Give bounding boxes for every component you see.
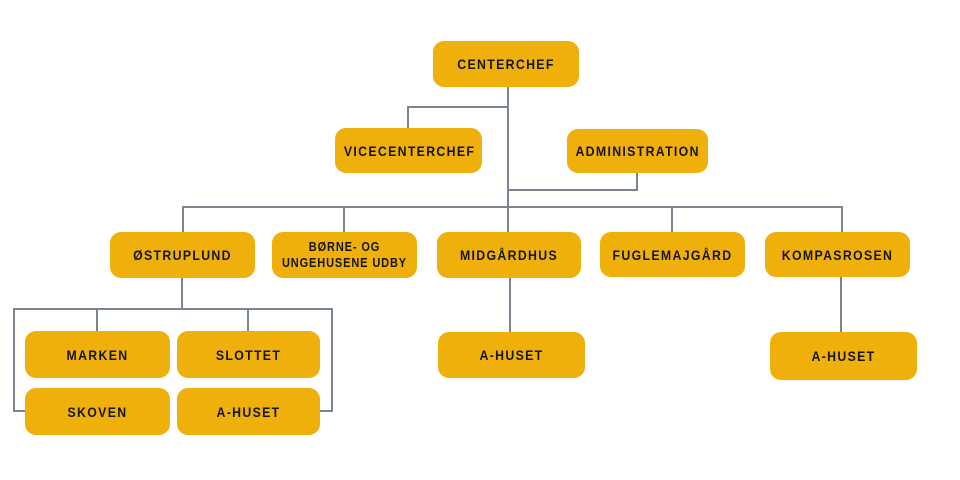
- node-skoven: SKOVEN: [25, 388, 170, 435]
- node-centerchef: CENTERCHEF: [433, 41, 579, 87]
- connector-ostruplund-group-line: [13, 308, 333, 310]
- node-borne-og-ungehusene-udby: BØRNE- OG UNGEHUSENE UDBY: [272, 232, 417, 278]
- connector-kompasrosen-stem: [840, 277, 842, 332]
- connector-a-huset-stub: [320, 410, 333, 412]
- connector-left-bracket: [13, 308, 15, 412]
- node-slottet-label: SLOTTET: [215, 346, 282, 363]
- node-ostruplund-label: ØSTRUPLUND: [133, 247, 232, 263]
- node-a-huset-midgardhus-label: A-HUSET: [479, 347, 544, 363]
- node-a-huset-ostruplund: A-HUSET: [177, 388, 320, 435]
- node-ostruplund: ØSTRUPLUND: [110, 232, 255, 278]
- connector-vicecenterchef-drop: [407, 106, 409, 128]
- connector-borne-drop: [343, 206, 345, 232]
- node-administration: ADMINISTRATION: [567, 129, 708, 173]
- node-a-huset-kompasrosen: A-HUSET: [770, 332, 917, 380]
- connector-ostruplund-drop: [182, 206, 184, 232]
- node-a-huset-kompasrosen-label: A-HUSET: [811, 348, 876, 364]
- connector-skoven-stub: [13, 410, 25, 412]
- node-borne-og-ungehusene-udby-label: BØRNE- OG UNGEHUSENE UDBY: [281, 239, 408, 270]
- connector-slottet-drop: [247, 308, 249, 331]
- node-a-huset-midgardhus: A-HUSET: [438, 332, 585, 378]
- node-marken: MARKEN: [25, 331, 170, 378]
- node-midgardhus-label: MIDGÅRDHUS: [459, 247, 559, 263]
- node-vicecenterchef-label: VICECENTERCHEF: [343, 142, 476, 159]
- connector-midgardhus-stem: [509, 278, 511, 332]
- node-skoven-label: SKOVEN: [67, 403, 128, 420]
- node-fuglemajgard: FUGLEMAJGÅRD: [600, 232, 745, 277]
- node-fuglemajgard-label: FUGLEMAJGÅRD: [612, 246, 733, 263]
- connector-centerchef-trunk: [507, 87, 509, 232]
- node-a-huset-ostruplund-label: A-HUSET: [216, 403, 281, 420]
- node-kompasrosen-label: KOMPASROSEN: [781, 246, 894, 263]
- connector-marken-drop: [96, 308, 98, 331]
- connector-kompasrosen-drop: [841, 206, 843, 232]
- node-marken-label: MARKEN: [66, 346, 129, 363]
- node-slottet: SLOTTET: [177, 331, 320, 378]
- node-midgardhus: MIDGÅRDHUS: [437, 232, 581, 278]
- node-administration-label: ADMINISTRATION: [575, 143, 700, 159]
- connector-administration-drop: [636, 172, 638, 191]
- connector-right-bracket: [331, 308, 333, 412]
- connector-ostruplund-stem: [181, 278, 183, 310]
- connector-fuglemajgard-drop: [671, 206, 673, 232]
- node-centerchef-label: CENTERCHEF: [457, 56, 555, 72]
- connector-vicecenterchef-branch: [407, 106, 509, 108]
- connector-administration-branch: [507, 189, 638, 191]
- node-vicecenterchef: VICECENTERCHEF: [335, 128, 482, 173]
- connector-row-line: [182, 206, 843, 208]
- node-kompasrosen: KOMPASROSEN: [765, 232, 910, 277]
